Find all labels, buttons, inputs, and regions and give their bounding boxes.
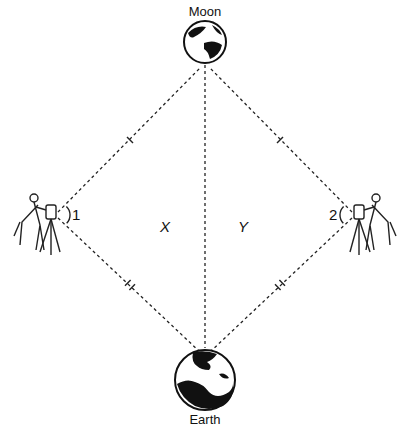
moon-node: Moon <box>170 4 240 65</box>
sight-line <box>204 65 205 348</box>
angle-number: 1 <box>72 206 80 223</box>
surveyor-figure <box>14 194 60 255</box>
region-label: X <box>160 218 170 235</box>
earth-picture <box>173 348 237 412</box>
earth-node: Earth <box>170 348 240 427</box>
body-label: Moon <box>170 4 240 19</box>
surveyor-figure <box>350 194 396 255</box>
body-label: Earth <box>170 412 240 427</box>
region-label: Y <box>238 218 248 235</box>
angle-number: 2 <box>329 206 337 223</box>
moon-picture <box>182 19 228 65</box>
